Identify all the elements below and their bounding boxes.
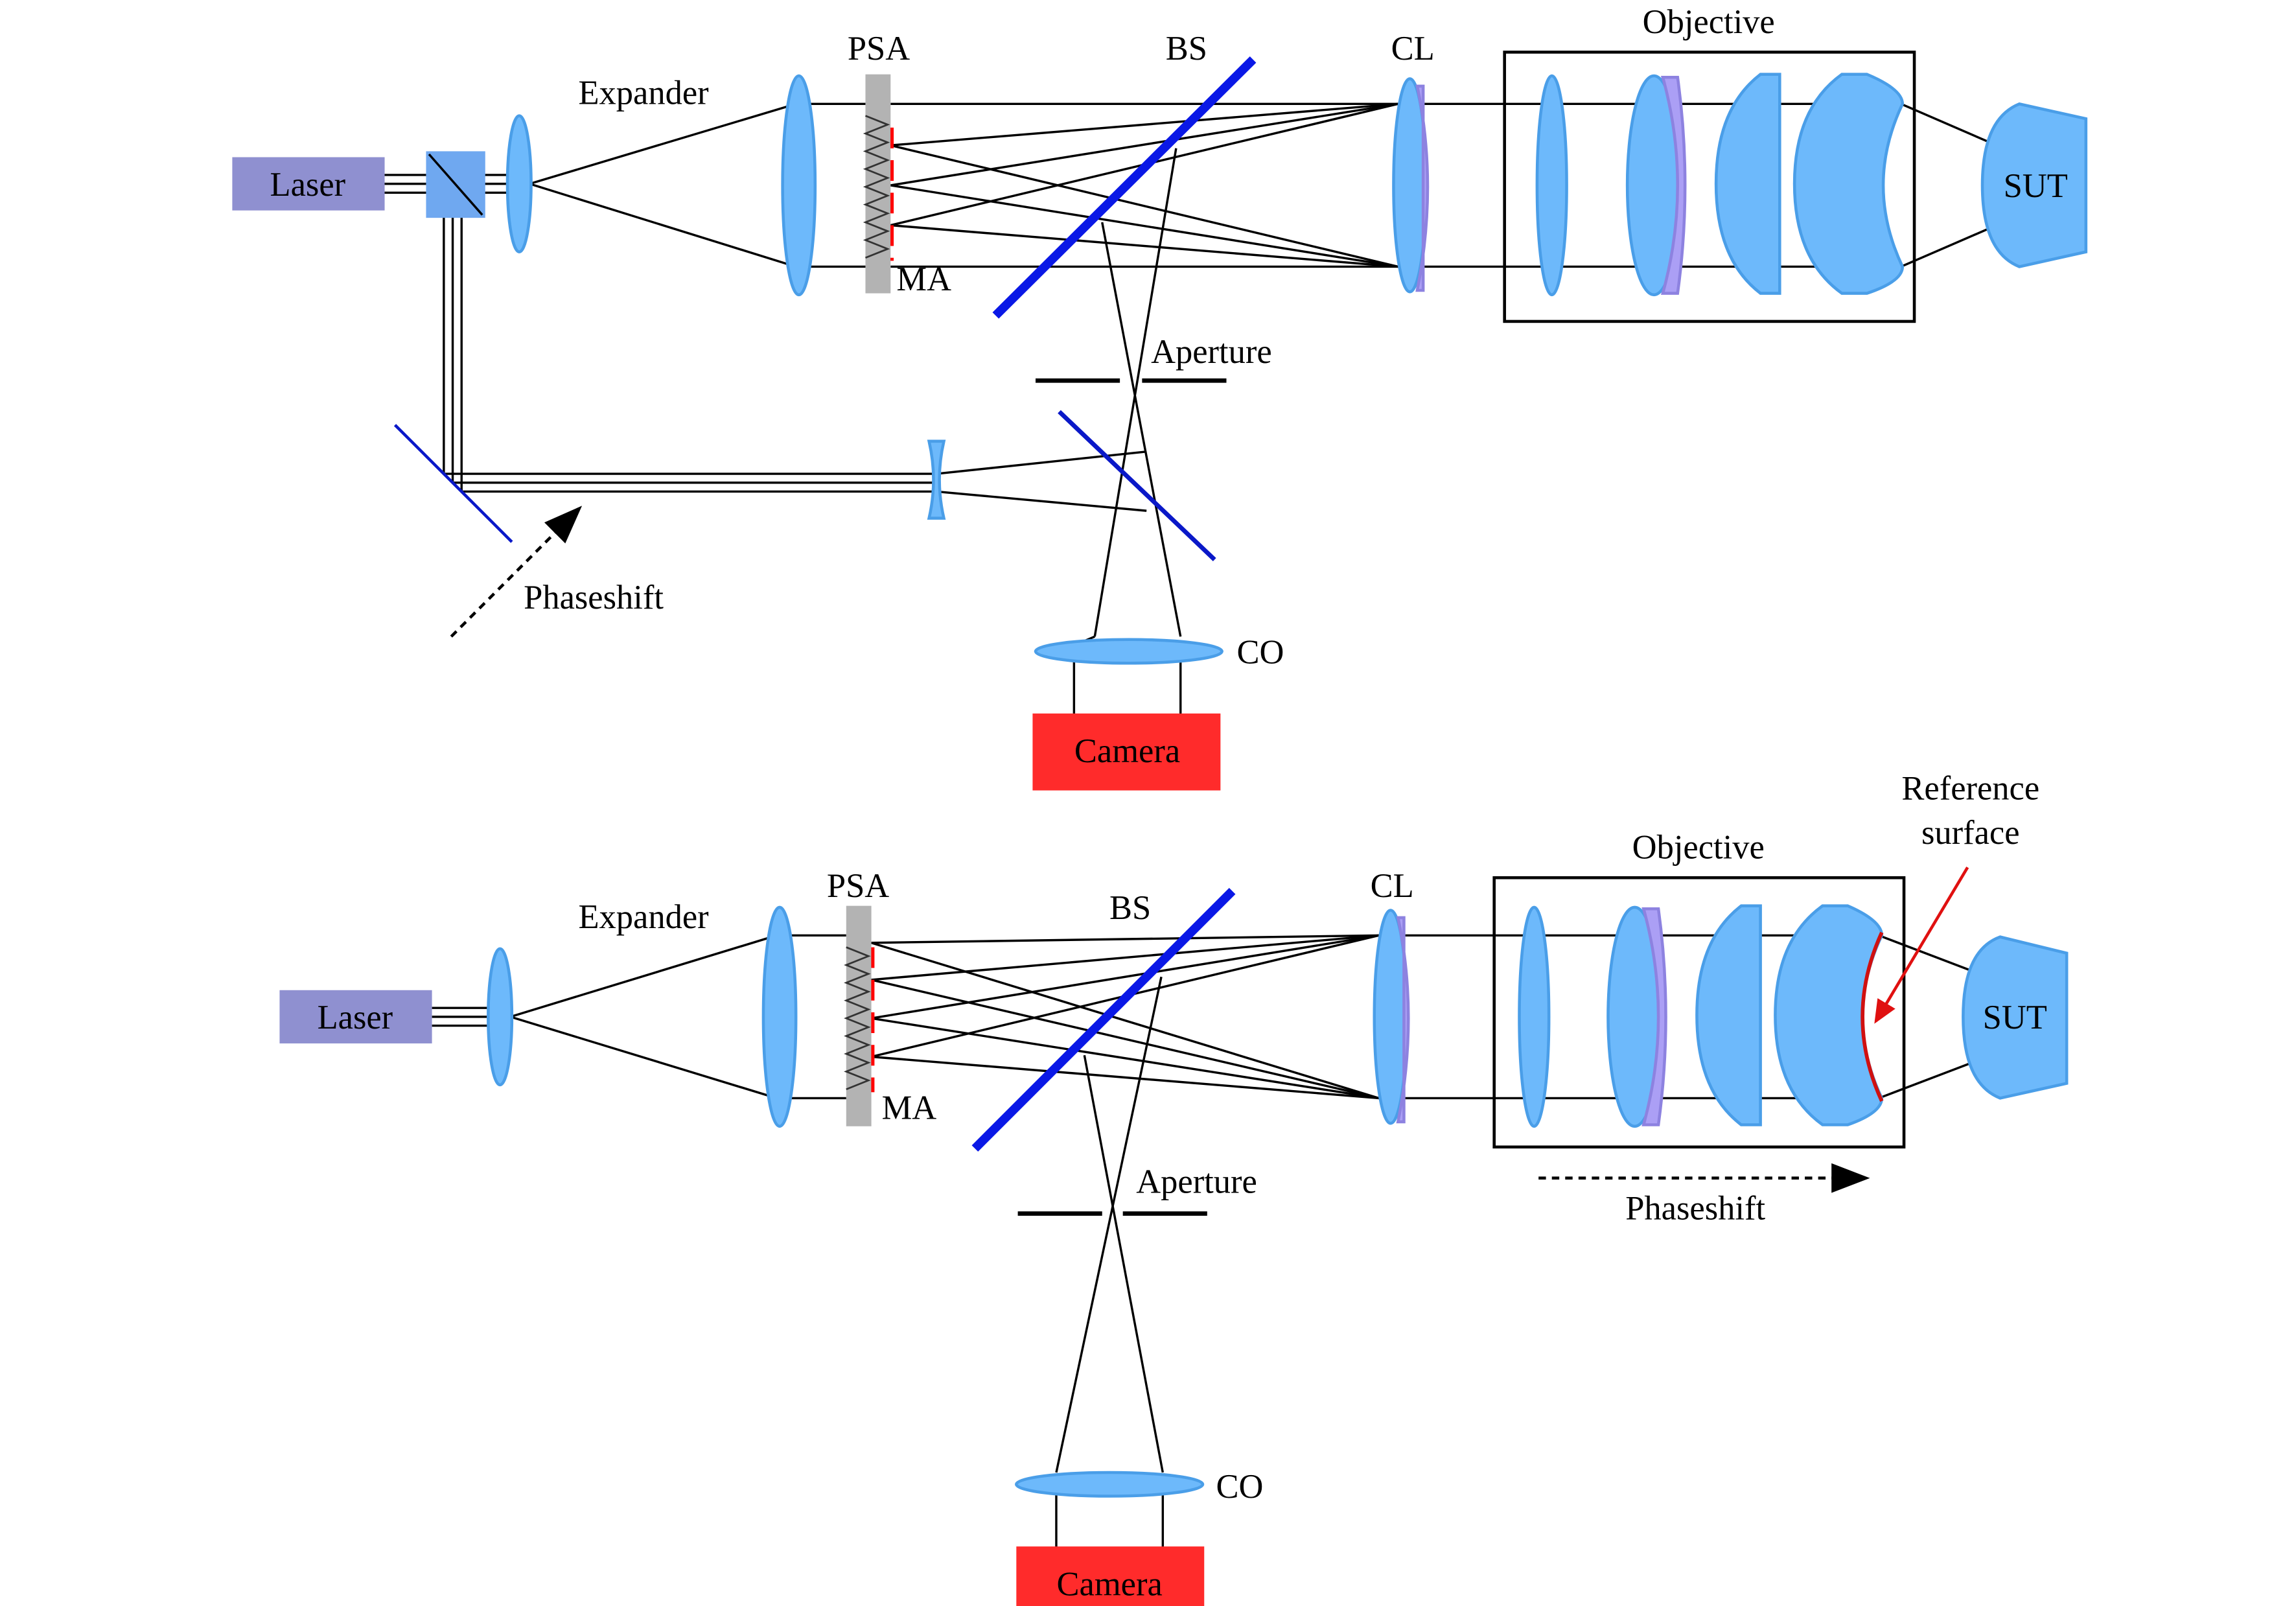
collimator-lens-cement [1415,84,1430,292]
aperture-label: Aperture [1136,1163,1257,1201]
phaseshift-arrow [450,506,583,638]
camera-label: Camera [1074,732,1180,770]
objective-box [1503,51,1916,323]
expander-label: Expander [578,898,709,936]
cl-label: CL [1391,30,1435,67]
reference-surface-label-line1: Reference [1901,769,2039,807]
expander-lens-large [781,74,817,297]
objective-lens-1 [1535,74,1568,297]
laser-label: Laser [318,999,393,1036]
recombining-splitter [1058,410,1216,561]
ma-label: MA [896,261,951,298]
ma-label: MA [882,1089,937,1126]
bs-label: BS [1166,30,1207,67]
sut-surface [1962,935,2069,1100]
beam-cube-diagonal [428,153,483,216]
psa-sawtooth [844,946,871,1091]
reference-surface-arrow [1874,867,1969,1024]
beam-splitter [971,887,1236,1152]
expander-lens-small [505,114,533,253]
sut-surface [1980,102,2088,268]
reference-mirror [393,424,513,543]
aperture-label: Aperture [1151,333,1272,371]
co-label: CO [1216,1468,1264,1506]
psa-label: PSA [827,867,889,905]
sut-label: SUT [2004,167,2068,205]
diagram-top: Laser Expander PSA MA BS CL Objective S [232,3,2088,791]
laser-box [232,157,385,211]
laser-label: Laser [270,166,346,204]
objective-lens-4 [1792,73,1905,295]
psa-sawtooth [863,115,890,259]
beam-splitter [992,56,1257,319]
sut-label: SUT [1983,999,2047,1036]
camera-label: Camera [1057,1565,1163,1603]
co-label: CO [1236,633,1284,671]
objective-lens-1 [1518,905,1551,1128]
laser-box [279,990,432,1043]
objective-lens-3 [1695,904,1762,1126]
diagram-bottom: Laser Expander PSA MA BS CL Objective Re… [279,769,2069,1606]
objective-label: Objective [1643,3,1775,41]
expander-label: Expander [578,74,709,111]
objective-lens-3 [1714,73,1781,295]
reference-surface [1861,931,1884,1102]
objective-label: Objective [1632,829,1765,867]
cl-label: CL [1371,867,1414,905]
psa-label: PSA [848,30,910,67]
objective-lens-2-cement [1660,75,1687,295]
phaseshift-label: Phaseshift [1625,1190,1765,1228]
expander-lens-large [761,905,798,1128]
reference-surface-label-line2: surface [1921,814,2020,852]
camera-box [1016,1546,1205,1606]
camera-box [1032,713,1221,791]
co-lens [1034,638,1223,665]
expander-lens-small [487,947,514,1087]
psa-plate [865,74,891,294]
co-lens [1015,1471,1205,1498]
objective-lens-2-cement [1641,907,1667,1126]
collimator-lens-cement [1396,916,1410,1124]
objective-box [1492,876,1906,1149]
phaseshift-label: Phaseshift [524,579,664,616]
objective-lens-4 [1774,904,1884,1126]
reference-lens [927,439,946,520]
bs-label: BS [1109,889,1151,927]
